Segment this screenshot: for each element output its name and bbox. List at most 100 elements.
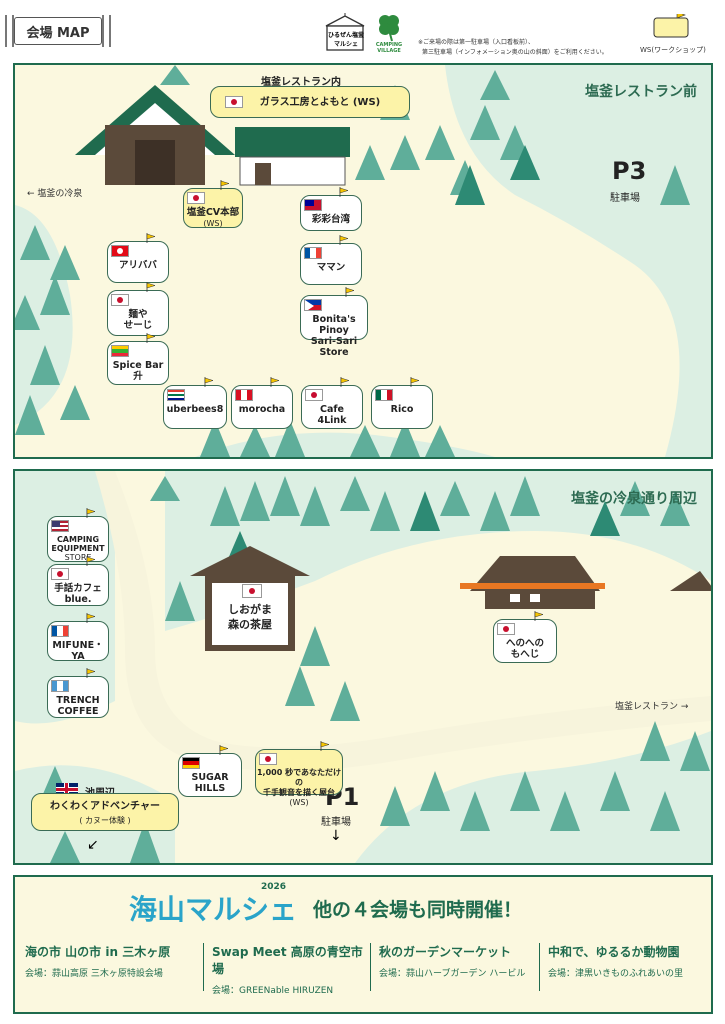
tw-flag-icon	[304, 199, 322, 211]
pennant-icon	[146, 333, 156, 343]
camping-village-text: CAMPING VILLAGE	[375, 42, 403, 54]
pennant-icon	[410, 377, 420, 387]
pennant-icon	[339, 187, 349, 197]
top-map: 塩釜レストラン前 塩釜レストラン内 ガラス工房とよもと (WS) ← 塩釜の冷泉…	[13, 63, 713, 459]
stall-name: アリババ	[118, 260, 157, 271]
pennant-icon	[345, 287, 355, 297]
de-flag-icon	[182, 757, 200, 769]
stall-name: 彩彩台湾	[311, 214, 350, 225]
stall-sub: HILLS	[194, 783, 226, 794]
jp-flag-icon	[111, 294, 129, 306]
venue-2: 秋のガーデンマーケット会場：蒜山ハーブガーデン ハービル	[370, 943, 541, 991]
umiyama-logo-text: 海山マルシェ	[129, 893, 298, 926]
map-title: 会場 MAP	[5, 15, 111, 47]
stall-name: MIFUNE・YA	[52, 640, 104, 662]
pond-stall-name: わくわくアドベンチャー	[50, 801, 160, 812]
jp-flag-icon	[259, 753, 277, 765]
venue-name: Swap Meet 高原の青空市場	[212, 945, 363, 976]
venue-name: 秋のガーデンマーケット	[379, 945, 512, 959]
pennant-icon	[219, 745, 229, 755]
stall-name: 1,000 秒であなただけの	[256, 768, 341, 787]
stall-top-0[interactable]: 塩釜CV本部(WS)	[183, 180, 243, 228]
stall-sub: COFFEE	[57, 706, 99, 717]
venue-place: 会場：蒜山ハーブガーデン ハービル	[379, 969, 526, 979]
za-flag-icon	[167, 389, 185, 401]
venue-name: 海の市 山の市 in 三木ヶ原	[25, 945, 171, 959]
tent-logo-icon	[325, 13, 365, 51]
venue-3: 中和で、ゆるるか動物園会場：津黒いきものふれあいの里	[539, 943, 713, 991]
pennant-icon	[86, 613, 96, 623]
venue-0: 海の市 山の市 in 三木ヶ原会場：蒜山高原 三木ヶ原特設会場	[25, 943, 195, 991]
pennant-icon	[320, 741, 330, 751]
pond-stall[interactable]: わくわくアドベンチャー ( カヌー体験 )	[31, 793, 179, 831]
p1-sub: 駐車場	[321, 817, 351, 828]
top-area-label: 塩釜レストラン前	[585, 84, 697, 100]
stall-bottom-2[interactable]: MIFUNE・YA	[47, 613, 109, 662]
pennant-icon	[340, 377, 350, 387]
umiyama-logo: 海山マルシェ 2026	[129, 882, 297, 932]
pennant-icon	[270, 377, 280, 387]
stall-name: Cafe	[320, 404, 344, 415]
gt-flag-icon	[51, 680, 69, 692]
stall-sub: せーじ	[123, 320, 153, 331]
stall-name: Bonita's Pinoy	[312, 314, 356, 336]
jp-flag-icon	[497, 623, 515, 635]
stall-name: uberbees8	[166, 404, 224, 415]
bottom-map: 塩釜の冷泉通り周辺 しおがま 森の茶屋 塩釜レストラン → P1 駐車場 ↓ 池…	[13, 469, 713, 865]
stall-name: CAMPING	[56, 535, 100, 544]
arrow-to-restaurant: 塩釜レストラン →	[615, 702, 689, 712]
ws-legend-icon	[653, 11, 689, 38]
pennant-icon	[146, 233, 156, 243]
stall-top-3[interactable]: ママン	[300, 235, 362, 285]
stall-bottom-6[interactable]: 1,000 秒であなただけの千手観音を描く屋台(WS)	[255, 741, 343, 807]
pennant-icon	[86, 556, 96, 566]
stall-name: へのへの	[505, 638, 544, 649]
us-flag-icon	[51, 520, 69, 532]
stall-sub2: STORE	[64, 553, 92, 562]
venue-1: Swap Meet 高原の青空市場会場：GREENable HIRUZEN	[203, 943, 372, 996]
stall-top-7[interactable]: uberbees8	[163, 377, 227, 429]
pond-stall-sub: ( カヌー体験 )	[79, 816, 131, 825]
bottom-area-label: 塩釜の冷泉通り周辺	[571, 491, 697, 507]
camping-village-logo: CAMPING VILLAGE	[374, 12, 404, 56]
teahouse-name-1[interactable]: しおがま	[228, 603, 272, 616]
stall-top-2[interactable]: アリババ	[107, 233, 169, 283]
marche-logo: ひるぜん塩釜 マルシェ	[322, 12, 368, 54]
marche-logo-text1: ひるぜん塩釜	[327, 32, 364, 39]
ws-legend-label: WS(ワークショップ)	[640, 46, 706, 54]
mm-flag-icon	[111, 345, 129, 357]
venue-place: 会場：蒜山高原 三木ヶ原特設会場	[25, 969, 163, 979]
stall-top-10[interactable]: Rico	[371, 377, 433, 429]
stall-top-1[interactable]: 彩彩台湾	[300, 187, 362, 231]
footer-headline: 他の４会場も同時開催！	[313, 899, 523, 921]
stall-top-4[interactable]: 麺やせーじ	[107, 282, 169, 336]
teahouse-name-2[interactable]: 森の茶屋	[228, 618, 272, 631]
top-map-terrain	[15, 65, 711, 457]
stall-name: morocha	[238, 404, 286, 415]
stall-top-8[interactable]: morocha	[231, 377, 293, 429]
restaurant-stall[interactable]: ガラス工房とよもと (WS)	[210, 86, 410, 118]
pennant-icon	[339, 235, 349, 245]
restaurant-stall-name: ガラス工房とよもと (WS)	[259, 97, 381, 108]
stall-bottom-4[interactable]: へのへのもへじ	[493, 611, 557, 663]
pennant-icon	[86, 508, 96, 518]
parking-notice-1: ※ご来場の際は第一駐車場（入口看板前）、	[418, 39, 535, 46]
jp-flag-icon	[187, 192, 205, 204]
uk-flag-icon	[56, 783, 78, 796]
tr-flag-icon	[111, 245, 129, 257]
stall-sub: (WS)	[203, 219, 223, 228]
marche-logo-text2: マルシェ	[333, 41, 358, 48]
stall-sub: 千手観音を描く屋台	[263, 788, 335, 797]
stall-name: 塩釜CV本部	[186, 207, 240, 218]
venue-place: 会場：津黒いきものふれあいの里	[548, 969, 684, 979]
stall-sub: Sari-Sari Store	[310, 336, 358, 358]
mx-flag-icon	[375, 389, 393, 401]
p3-sub: 駐車場	[610, 193, 640, 204]
